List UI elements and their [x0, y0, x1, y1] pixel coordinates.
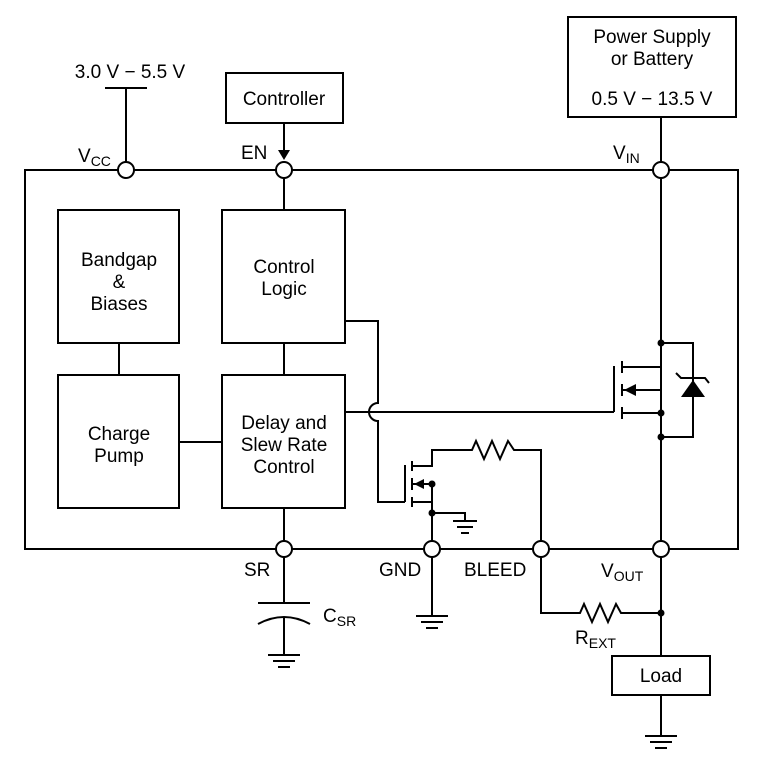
vin-pin-label: VIN — [613, 143, 640, 166]
svg-text:Bandgap: Bandgap — [81, 250, 157, 271]
svg-text:&: & — [113, 272, 126, 293]
delay-slew-block: Delay and Slew Rate Control — [221, 374, 346, 509]
vcc-pin — [117, 161, 135, 179]
csr-capacitor: CSR — [257, 557, 356, 668]
bleed-pin-label: BLEED — [464, 560, 526, 581]
sr-pin-label: SR — [244, 560, 270, 581]
bleed-pin — [532, 540, 550, 558]
vout-pin — [652, 540, 670, 558]
controller-label: Controller — [243, 89, 326, 110]
svg-text:Delay and: Delay and — [241, 413, 327, 434]
svg-text:Biases: Biases — [90, 294, 147, 315]
bandgap-block: Bandgap & Biases — [57, 209, 180, 344]
bleed-resistor — [468, 438, 542, 541]
svg-text:Control: Control — [253, 257, 314, 278]
svg-text:Control: Control — [253, 457, 314, 478]
power-supply-range: 0.5 V − 13.5 V — [592, 89, 713, 110]
vcc-range-label: 3.0 V − 5.5 V — [75, 62, 186, 83]
power-supply: Power Supply or Battery 0.5 V − 13.5 V — [567, 16, 737, 162]
power-supply-line2: or Battery — [611, 49, 694, 70]
charge-pump-block: Charge Pump — [57, 374, 180, 509]
chip-outline — [24, 169, 739, 550]
vout-pin-label: VOUT — [601, 561, 644, 584]
load-label: Load — [640, 666, 682, 687]
vcc-supply: 3.0 V − 5.5 V — [75, 62, 186, 162]
en-pin — [275, 161, 293, 179]
controller: Controller — [225, 72, 344, 160]
rext-label: REXT — [575, 628, 616, 651]
control-logic-block: Control Logic — [221, 209, 346, 344]
svg-text:Slew Rate: Slew Rate — [241, 435, 328, 456]
vin-pin — [652, 161, 670, 179]
svg-text:Pump: Pump — [94, 446, 144, 467]
bleed-mosfet — [404, 449, 477, 549]
power-supply-line1: Power Supply — [593, 27, 711, 48]
load-box — [611, 655, 711, 696]
en-arrow-icon — [278, 150, 290, 160]
svg-text:Charge: Charge — [88, 424, 150, 445]
svg-text:Logic: Logic — [261, 279, 306, 300]
gnd-pin — [423, 540, 441, 558]
rext-resistor: REXT — [540, 557, 661, 651]
main-pass-mosfet — [613, 178, 710, 541]
en-pin-label: EN — [241, 143, 267, 164]
vcc-pin-label: VCC — [78, 146, 111, 169]
load-branch: Load — [611, 557, 711, 749]
csr-label: CSR — [323, 606, 356, 629]
sr-pin — [275, 540, 293, 558]
pins — [117, 161, 670, 558]
gnd-ground-symbol — [416, 557, 448, 629]
body-diode-icon — [681, 380, 705, 397]
internal-wiring — [118, 178, 614, 541]
gnd-pin-label: GND — [379, 560, 421, 581]
